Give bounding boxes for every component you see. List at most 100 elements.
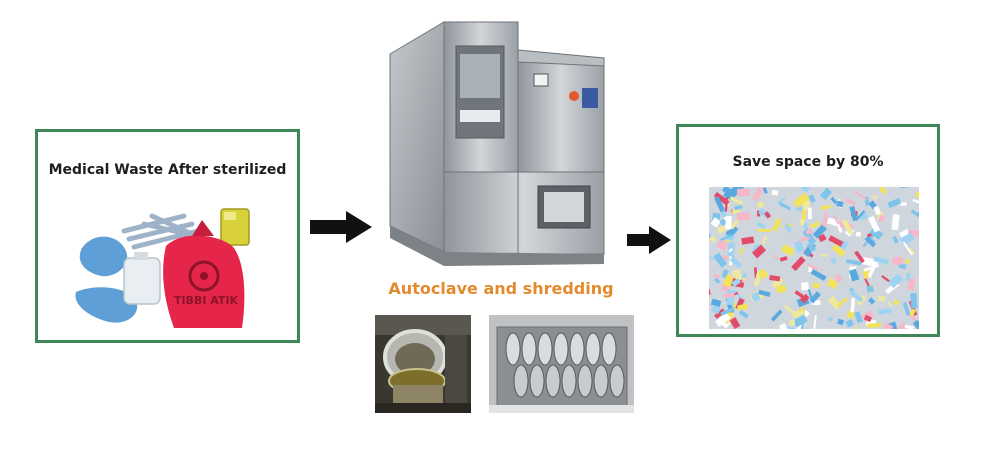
shredded-chip (724, 197, 728, 212)
shredded-chip (719, 218, 727, 227)
bottle-icon (123, 252, 161, 305)
shredded-chip (883, 322, 894, 329)
shredded-chip (849, 206, 858, 222)
shredded-chip (809, 291, 821, 304)
shredded-chip (794, 240, 805, 253)
shredded-chip (714, 312, 731, 327)
shredded-chip (849, 289, 864, 303)
right-arrow-icon-2 (627, 226, 671, 254)
shredded-chip (726, 250, 735, 259)
shredded-chip (711, 305, 721, 315)
shredded-chip (709, 235, 717, 243)
shredded-chip (793, 192, 810, 208)
shredded-chip (780, 244, 795, 256)
shredded-chip (873, 256, 889, 266)
shredded-chip (828, 235, 844, 247)
shredded-chip (771, 189, 779, 196)
shredded-chip (751, 244, 767, 259)
shredded-chip (832, 214, 841, 225)
shredded-chip (899, 228, 910, 238)
shredded-chip (734, 205, 743, 211)
shredded-chip (779, 323, 789, 329)
shredded-chip (709, 256, 719, 261)
shredded-chip (866, 285, 874, 293)
autoclave-chamber-photo (375, 315, 471, 413)
medical-waste-illustration: TIBBI ATIK (75, 208, 250, 328)
blue-gloves-icon (75, 236, 144, 323)
shredded-chip (812, 282, 821, 289)
shredded-chip (854, 311, 864, 324)
shredded-chip (887, 301, 893, 307)
shredded-chip (762, 187, 768, 194)
shredded-chip (720, 306, 735, 316)
shredded-chip (910, 209, 919, 219)
shredded-chip (731, 277, 742, 287)
shredded-chip (841, 218, 854, 235)
result-panel: Save space by 80% (676, 124, 940, 337)
shredded-chip (800, 318, 806, 329)
shredded-chip (820, 253, 827, 257)
shredded-chip (710, 298, 722, 307)
shredded-chip (794, 290, 804, 299)
shredded-chip (836, 223, 843, 233)
shredded-chip (820, 187, 832, 200)
shredded-chip (779, 256, 788, 262)
shredded-chip (750, 292, 761, 302)
medical-waste-panel: Medical Waste After sterilized (35, 129, 300, 343)
shredded-chip (850, 297, 856, 313)
shredded-chip (845, 197, 856, 206)
shredded-chip (902, 302, 911, 316)
shredded-waste-photo (709, 187, 919, 329)
shredded-chip (909, 308, 917, 317)
autoclave-shredder-machine-illustration (389, 21, 605, 266)
shredded-chip (892, 235, 899, 244)
shredded-chip (898, 323, 907, 329)
shredded-chip (848, 268, 860, 282)
shredded-chip (808, 207, 812, 220)
shredded-chip (741, 236, 755, 245)
shredded-chip (867, 263, 877, 278)
shredded-chip (723, 274, 734, 288)
shredded-chip (808, 266, 812, 272)
shredded-chip (801, 187, 811, 194)
shredded-chip (822, 212, 829, 228)
shredded-chip (818, 233, 827, 243)
shredded-chip (812, 224, 827, 239)
shredded-chip (738, 247, 744, 255)
shredded-chip (868, 297, 876, 305)
shredded-chip (878, 187, 888, 195)
shredded-chip (802, 228, 817, 245)
shredded-chip (798, 236, 810, 243)
shredded-chip (776, 197, 786, 205)
shredded-chip (827, 316, 833, 322)
shredded-chip (801, 282, 809, 291)
shredded-chip (723, 292, 735, 298)
shredded-chip (728, 187, 745, 198)
shredded-chip (904, 324, 915, 329)
shredded-chip (834, 273, 843, 283)
shredded-chip (887, 197, 902, 209)
shredded-chip (910, 293, 918, 309)
shredded-chip (810, 269, 827, 281)
shredded-chip (737, 303, 749, 311)
right-arrow-icon (310, 211, 372, 243)
medical-waste-title: Medical Waste After sterilized (48, 162, 287, 178)
shredded-chip (726, 311, 734, 319)
shredded-chip (845, 319, 855, 328)
shredded-chip (771, 217, 782, 232)
shredded-chip (714, 196, 726, 213)
shredded-chip (776, 284, 787, 294)
shredded-chip (888, 273, 904, 289)
shredded-chip (756, 201, 765, 209)
shredded-chip (758, 289, 771, 298)
shredded-chip (914, 191, 919, 204)
shredded-chips (709, 187, 919, 329)
shredded-chip (710, 217, 721, 228)
shredded-chip (792, 314, 808, 328)
shredded-chip (807, 242, 817, 253)
shredded-chip (756, 222, 767, 229)
shredded-chip (904, 258, 911, 264)
shredded-chip (855, 210, 866, 221)
shredded-chip (736, 212, 751, 221)
shredded-chip (789, 320, 795, 326)
